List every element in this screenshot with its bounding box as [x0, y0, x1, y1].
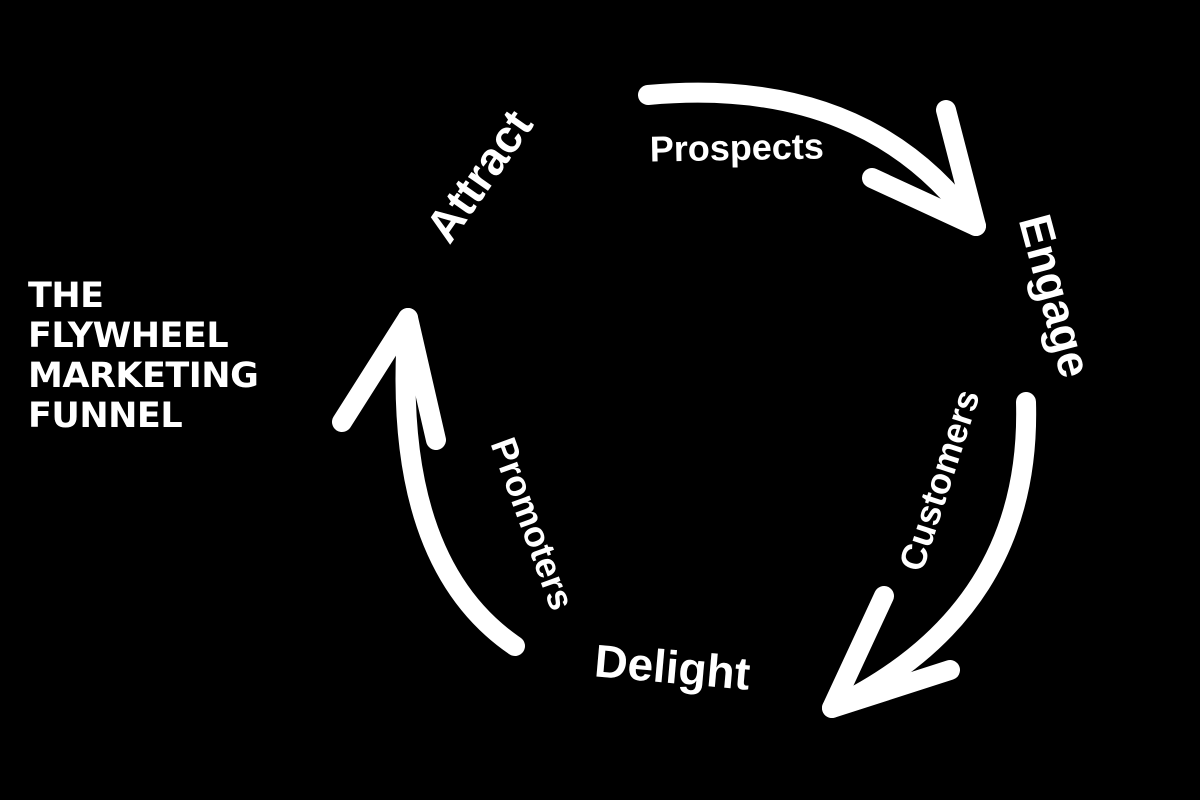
- transition-promoters-label: Promoters: [483, 432, 583, 615]
- arrow-customers: [822, 392, 1037, 718]
- title-line-3: MARKETING: [28, 356, 259, 396]
- arrow-promoters-head: [332, 308, 446, 450]
- transition-prospects-label: Prospects: [649, 125, 824, 169]
- arrow-customers-arc: [822, 392, 1037, 718]
- arrow-prospects: [638, 82, 986, 236]
- arrow-promoters-arc: [395, 308, 525, 656]
- title-line-1: THE: [28, 276, 104, 316]
- arrow-prospects-arc: [638, 82, 986, 236]
- arrow-customers-head: [822, 586, 960, 718]
- arrow-prospects-head: [862, 100, 986, 236]
- transition-customers-label: Customers: [891, 384, 988, 576]
- title-line-2: FLYWHEEL: [28, 316, 229, 356]
- title-line-4: FUNNEL: [28, 396, 183, 436]
- stage-attract-label: Attract: [415, 100, 543, 251]
- stage-delight-label: Delight: [592, 634, 752, 699]
- diagram-title: THE FLYWHEEL MARKETING FUNNEL: [28, 276, 328, 436]
- stage-engage-label: Engage: [1009, 209, 1102, 383]
- arrow-promoters: [332, 308, 525, 656]
